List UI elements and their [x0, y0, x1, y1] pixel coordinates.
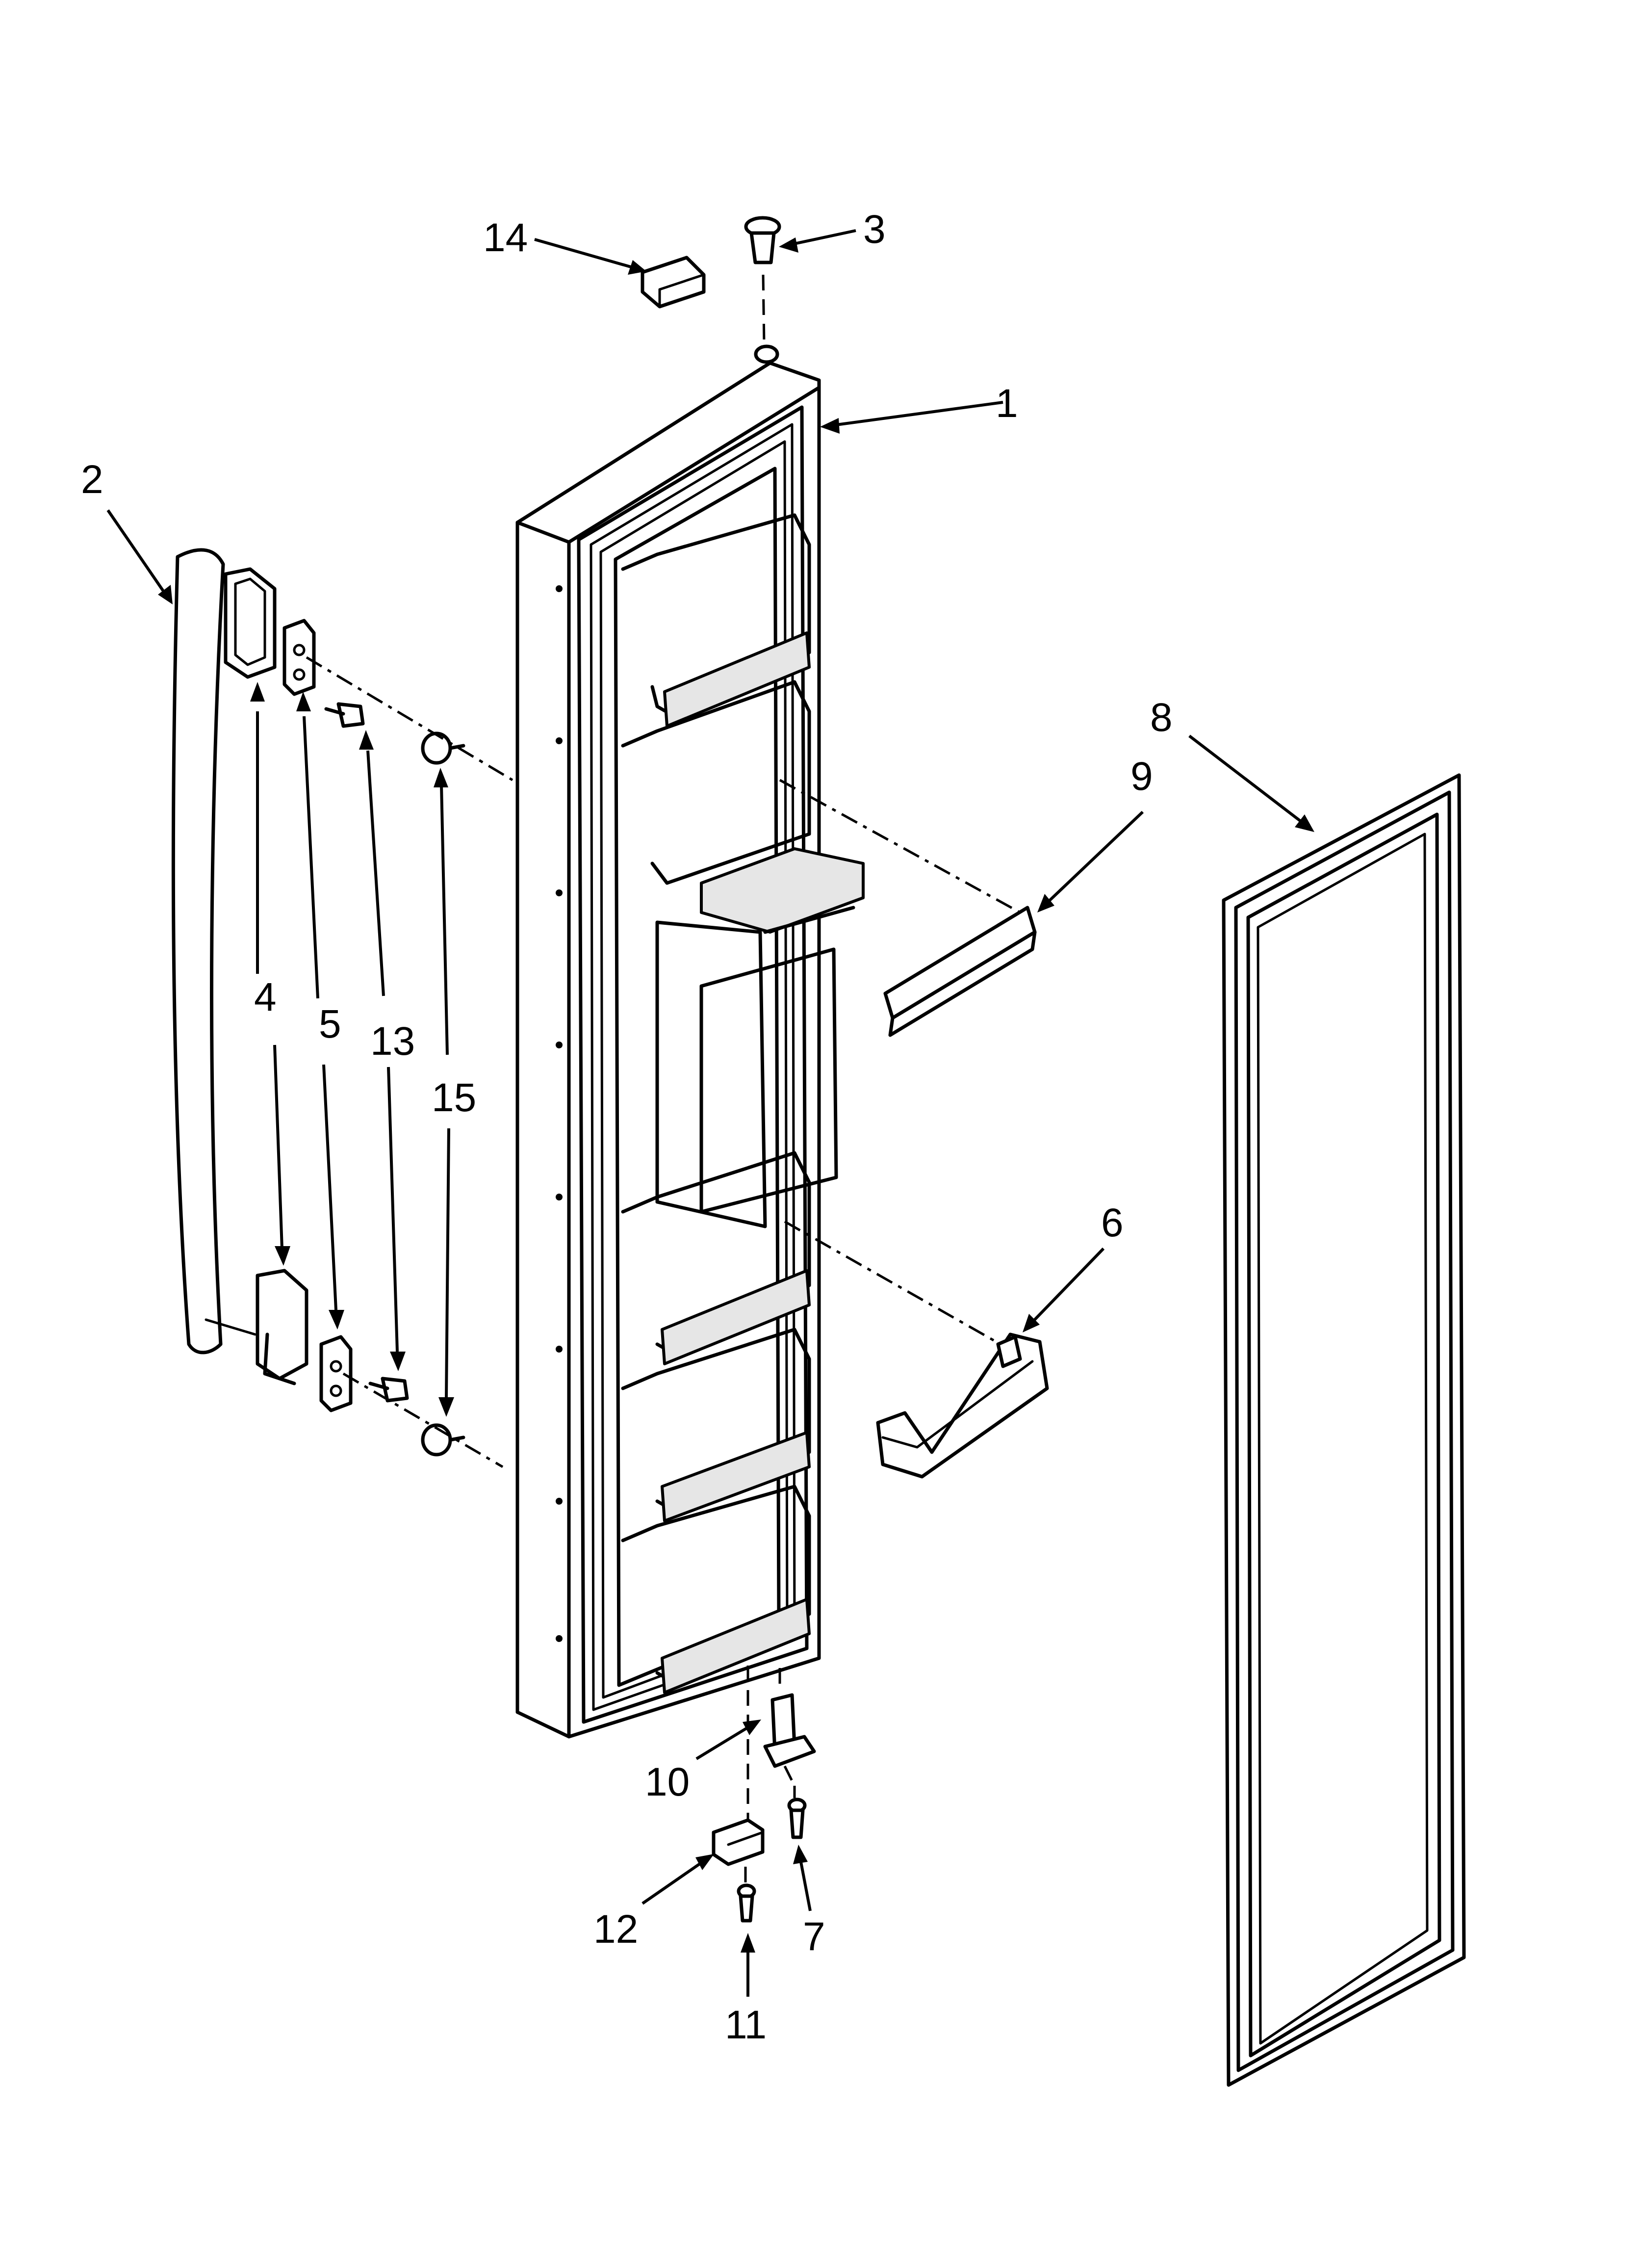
trim-part-9: [883, 906, 1037, 1037]
callout-13: 13: [370, 1019, 415, 1064]
hinge-pin-part-10: [763, 1693, 816, 1768]
callout-8: 8: [1150, 695, 1173, 740]
plug-part-3: [744, 216, 781, 264]
handle-bracket-top-part-5: [282, 619, 316, 696]
standoff-top-part-15: [421, 731, 465, 765]
callout-4: 4: [254, 975, 277, 1019]
handle-end-cap-top-part-4: [224, 567, 277, 679]
callout-14: 14: [483, 215, 528, 260]
clip-part-14: [641, 256, 706, 309]
callout-5: 5: [319, 1002, 341, 1046]
callout-2: 2: [81, 457, 103, 502]
screw-top-part-13: [324, 702, 365, 728]
door-bin-part-6: [876, 1332, 1049, 1479]
callout-6: 6: [1101, 1200, 1124, 1245]
callout-11: 11: [725, 2003, 767, 2047]
callout-7: 7: [803, 1914, 825, 1959]
handle-part-2: [171, 548, 257, 1355]
door-assembly-part-1: [515, 344, 865, 1739]
screw-part-11: [737, 1883, 756, 1923]
hinge-bracket-part-12: [712, 1818, 765, 1866]
callout-1: 1: [996, 381, 1018, 426]
callout-9: 9: [1130, 754, 1153, 799]
door-gasket-part-8: [1222, 773, 1466, 2087]
leader-arrows: [106, 229, 1314, 1997]
handle-bracket-bottom-part-5: [319, 1335, 353, 1412]
callout-3: 3: [863, 207, 886, 252]
callout-15: 15: [432, 1075, 476, 1120]
callout-10: 10: [645, 1760, 690, 1804]
callout-labels: 1 2 3 4 5 6 7 8 9 10 11 12 13 14 15: [81, 207, 1173, 2047]
screw-bottom-part-13: [368, 1377, 409, 1403]
screw-part-7: [787, 1798, 807, 1839]
handle-end-cap-bottom-part-4: [256, 1269, 308, 1385]
callout-12: 12: [593, 1907, 638, 1952]
